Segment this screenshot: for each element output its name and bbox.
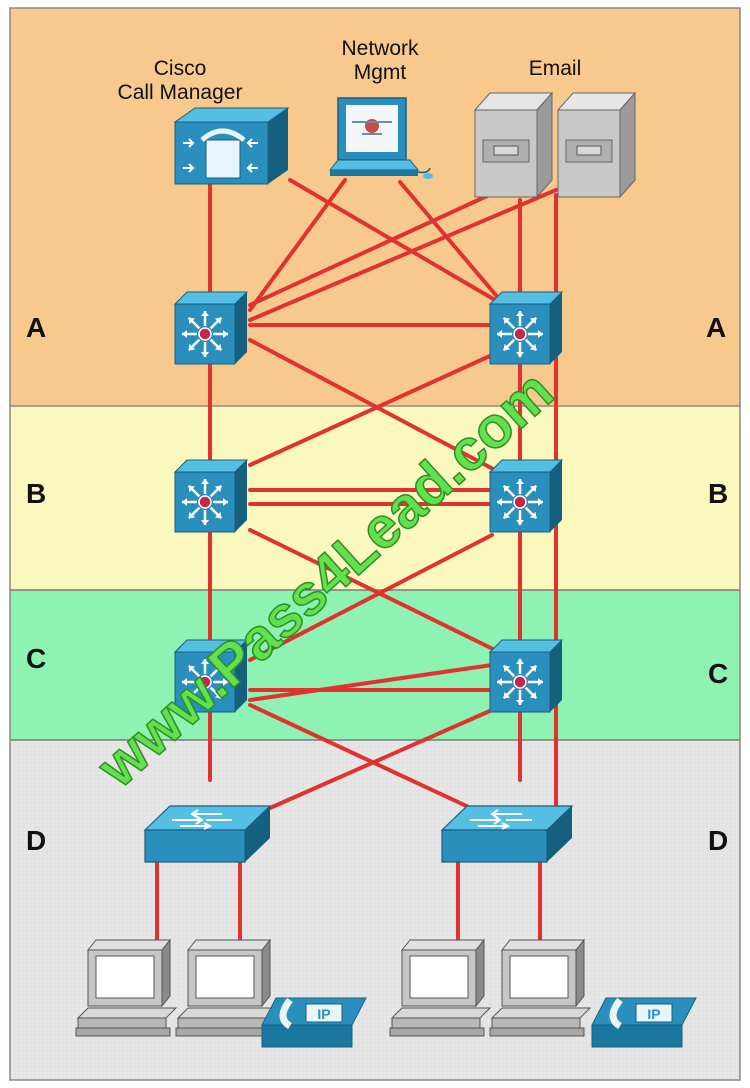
layer-label-a-right: A — [706, 312, 726, 343]
network-mgmt-laptop-icon — [328, 97, 433, 179]
layer-label-b-left: B — [26, 478, 46, 509]
layer-label-d-left: D — [26, 825, 46, 856]
switch-c1-icon — [173, 639, 249, 713]
layer-labels: A A B B C C D D — [26, 312, 728, 856]
call-manager-icon — [173, 107, 290, 185]
access-switch-left-icon — [143, 805, 272, 863]
svg-text:IP: IP — [647, 1006, 660, 1022]
pc-3-icon — [389, 938, 492, 1037]
email-server-icon — [473, 91, 637, 199]
layer-label-c-right: C — [708, 658, 728, 689]
svg-text:IP: IP — [317, 1006, 330, 1022]
workstations — [75, 938, 592, 1037]
access-switch-right-icon — [440, 805, 574, 863]
layer-band-b — [10, 406, 740, 590]
layer-band-c — [10, 590, 740, 740]
layer-label-d-right: D — [708, 825, 728, 856]
switch-c2-icon — [488, 639, 564, 713]
pc-4-icon — [489, 938, 592, 1037]
layer-label-a-left: A — [26, 312, 46, 343]
layer-label-b-right: B — [708, 478, 728, 509]
ip-phone-right-icon: IP — [591, 997, 697, 1048]
email-label: Email — [529, 57, 582, 80]
ip-phone-left-icon: IP — [261, 997, 367, 1048]
switch-a1-icon — [173, 291, 249, 365]
layer-label-c-left: C — [26, 643, 46, 674]
switch-b1-icon — [173, 459, 249, 533]
layer-band-a — [10, 8, 740, 406]
multilayer-switches — [173, 291, 564, 713]
switch-b2-icon — [488, 459, 564, 533]
pc-2-icon — [175, 938, 278, 1037]
pc-1-icon — [75, 938, 178, 1037]
switch-a2-icon — [488, 291, 564, 365]
